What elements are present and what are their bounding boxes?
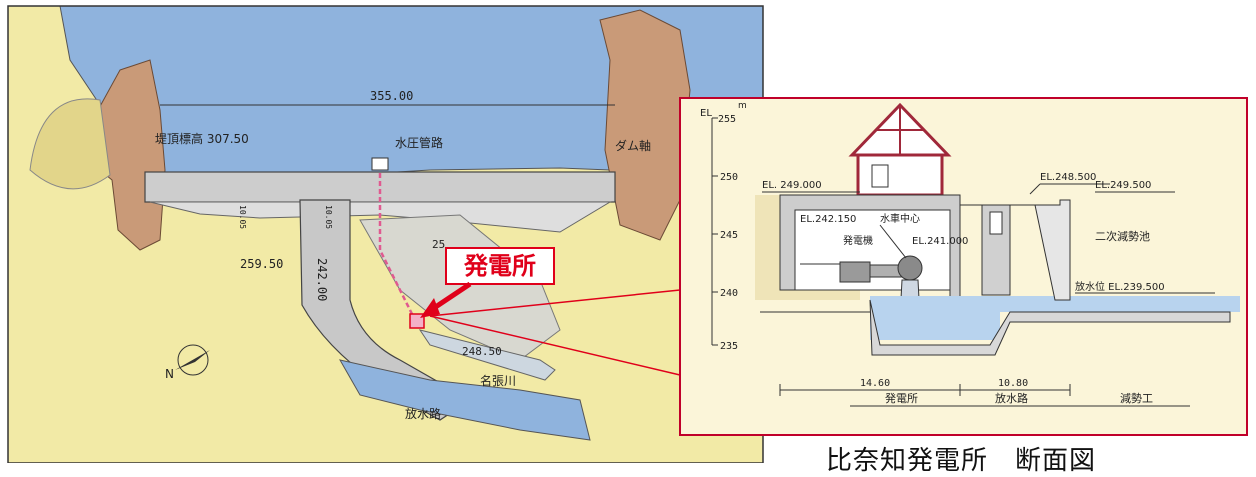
north-label: N (165, 367, 174, 381)
generator-label: 発電機 (843, 234, 873, 247)
turbine (897, 255, 923, 281)
dim-2485-label: 248.50 (462, 345, 502, 358)
zone-powerhouse-label: 発電所 (885, 391, 918, 405)
outlet-wall (960, 199, 1071, 301)
spillway-chute (299, 199, 472, 421)
tick-240: 240 (720, 288, 738, 299)
powerhouse-interior (794, 209, 951, 291)
penstock-label: 水圧管路 (395, 135, 443, 150)
second-basin-label: 二次減勢池 (1095, 229, 1150, 243)
right-slope (359, 214, 561, 361)
tailrace-channel (418, 329, 556, 381)
crest-elevation-label: 堤頂標高 307.50 (155, 131, 249, 146)
zone-tailrace-label: 放水路 (995, 391, 1028, 405)
basin-water (1000, 296, 1240, 312)
dim-105b-label: 10.05 (324, 205, 333, 229)
river-label: 名張川 (480, 373, 516, 388)
el-249000-label: EL. 249.000 (762, 180, 822, 191)
dim-25-label: 25 (432, 238, 445, 251)
axis-ticks: 255 250 245 240 235 (712, 114, 738, 352)
figure-caption: 比奈知発電所 断面図 (826, 446, 1097, 476)
intake-box (371, 157, 389, 171)
plan-view: 355.00 堤頂標高 307.50 水圧管路 ダム軸 259.50 242.0… (7, 5, 764, 463)
el-m: m (738, 101, 747, 111)
connector-line-top (429, 315, 681, 376)
north-arrow: N (165, 344, 210, 381)
crest-width-label: 355.00 (370, 89, 413, 103)
dim-1460-label: 14.60 (860, 378, 890, 389)
dam-axis-label: ダム軸 (615, 138, 651, 153)
river (339, 359, 591, 441)
zone-stilling-label: 減勢工 (1120, 391, 1153, 405)
tick-235: 235 (720, 341, 738, 352)
tailrace-label: 放水路 (405, 406, 441, 421)
penstock-line (378, 165, 417, 321)
connector-line-bottom (429, 289, 681, 317)
discharge-level-label: 放水位 EL.239.500 (1075, 280, 1165, 293)
tick-250: 250 (720, 172, 738, 183)
generator-body (839, 261, 871, 283)
section-frame (679, 97, 1248, 436)
left-hill (29, 98, 111, 190)
el-249500-label: EL.249.500 (1095, 180, 1151, 191)
dim-259-label: 259.50 (240, 257, 283, 271)
powerhouse-callout-text: 発電所 (463, 252, 536, 280)
dim-105a-label: 10.05 (238, 205, 247, 229)
section-view: EL m 255 250 245 240 235 (679, 97, 1248, 436)
hydro-plant-figure: 355.00 堤頂標高 307.50 水圧管路 ダム軸 259.50 242.0… (7, 5, 1248, 463)
el-248500-label: EL.248.500 (1040, 172, 1096, 183)
house-upper (856, 153, 944, 197)
callout-arrow-head (420, 298, 440, 318)
el-242150-label: EL.242.150 (800, 214, 856, 225)
tick-245: 245 (720, 230, 738, 241)
tick-255: 255 (718, 114, 736, 125)
turbine-center-label: 水車中心 (880, 212, 920, 225)
dim-242-label: 242.00 (315, 258, 329, 301)
powerhouse-callout-box (445, 247, 555, 285)
tailrace-water (870, 296, 1000, 340)
el-unit: EL (700, 108, 712, 119)
dim-1080-label: 10.80 (998, 378, 1028, 389)
el-241000-label: EL.241.000 (912, 236, 968, 247)
basin-floor (869, 299, 1231, 356)
